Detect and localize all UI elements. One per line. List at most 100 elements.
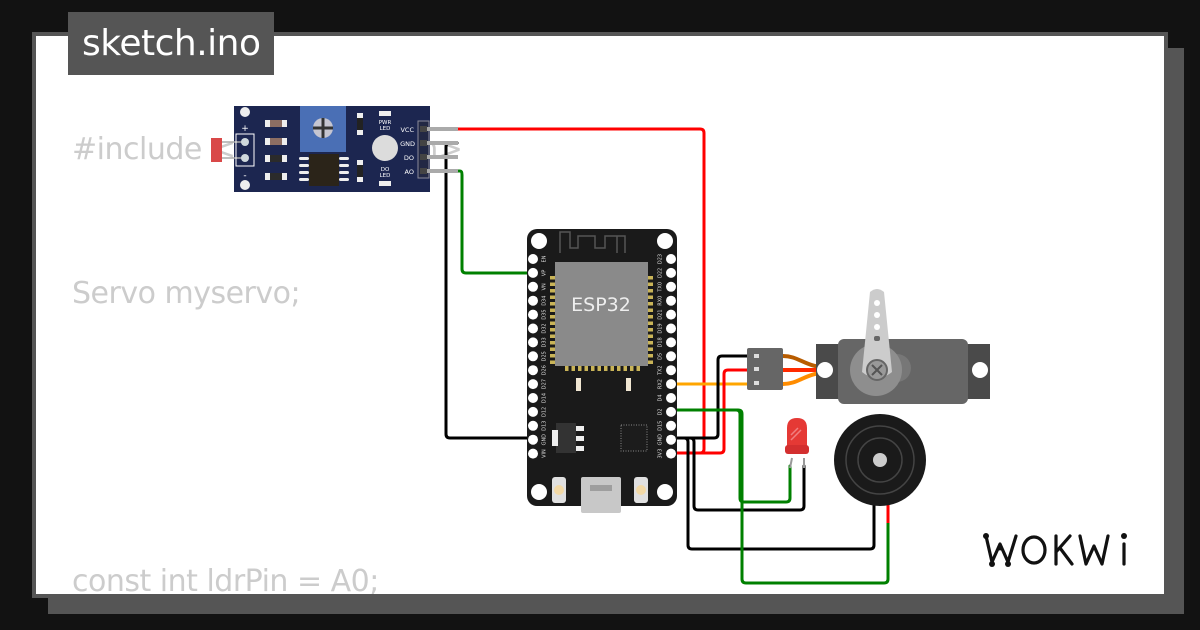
esp32-pin-label: D21 bbox=[658, 309, 664, 319]
svg-text:DO: DO bbox=[381, 167, 390, 173]
esp32-pin-d22[interactable] bbox=[666, 267, 676, 278]
pin-label-ao: AO bbox=[405, 168, 414, 176]
servo-motor[interactable] bbox=[747, 289, 990, 404]
esp32-pin-d33[interactable] bbox=[528, 337, 538, 348]
wire-buzzer-neg[interactable] bbox=[669, 436, 876, 551]
esp32-pin-d27[interactable] bbox=[528, 379, 538, 390]
esp32-pin-d13[interactable] bbox=[528, 420, 538, 431]
esp32-pin-d23[interactable] bbox=[666, 254, 676, 264]
pwr-led bbox=[379, 111, 391, 116]
chip-label: ESP32 bbox=[571, 294, 631, 316]
esp32-pin-label: D35 bbox=[542, 309, 548, 319]
minus-label: - bbox=[243, 171, 246, 181]
esp32-pin-label: RX2 bbox=[658, 379, 664, 389]
esp32-pin-label: TX0 bbox=[658, 282, 664, 293]
esp32-pin-d32[interactable] bbox=[528, 323, 538, 334]
servo-connector bbox=[747, 348, 783, 390]
esp32-pin-label: EN bbox=[542, 255, 548, 262]
red-led[interactable] bbox=[785, 418, 809, 469]
esp32-pin-label: VP bbox=[542, 270, 548, 276]
servo-horn[interactable] bbox=[862, 289, 892, 378]
esp32-pin-label: D5 bbox=[658, 353, 664, 360]
esp32-pin-gnd[interactable] bbox=[528, 434, 538, 445]
esp32-pin-d5[interactable] bbox=[666, 351, 676, 362]
code-line: Servo myservo; bbox=[72, 276, 301, 311]
esp32-pin-label: RX0 bbox=[658, 296, 664, 306]
wire-servo-gnd[interactable] bbox=[669, 354, 758, 440]
voltage-regulator bbox=[556, 423, 576, 453]
esp32-pin-label: D22 bbox=[658, 268, 664, 278]
esp32-pin-label: D32 bbox=[542, 323, 548, 333]
svg-text:PWR: PWR bbox=[379, 120, 392, 126]
esp32-pin-d18[interactable] bbox=[666, 337, 676, 348]
esp32-pin-label: D4 bbox=[658, 394, 664, 401]
esp32-pin-label: D13 bbox=[542, 421, 548, 431]
wire-servo-pwm[interactable] bbox=[669, 382, 758, 398]
esp32-pin-rx2[interactable] bbox=[666, 379, 676, 390]
esp32-pin-tx2[interactable] bbox=[666, 365, 676, 376]
esp32-pin-label: D2 bbox=[658, 408, 664, 415]
esp32-pin-label: D23 bbox=[658, 254, 664, 264]
esp32-pin-label: VN bbox=[542, 283, 548, 290]
smd-resistors bbox=[265, 120, 287, 180]
svg-text:LED: LED bbox=[380, 173, 391, 179]
esp32-pin-d35[interactable] bbox=[528, 309, 538, 320]
esp32-pin-vin[interactable] bbox=[528, 448, 538, 459]
esp32-pin-label: D25 bbox=[542, 351, 548, 361]
esp32-pin-gnd[interactable] bbox=[666, 434, 676, 445]
esp32-pin-label: D33 bbox=[542, 337, 548, 347]
esp32-pin-d2[interactable] bbox=[666, 406, 676, 417]
esp32-chip bbox=[555, 262, 648, 366]
file-tab[interactable]: sketch.ino bbox=[68, 12, 275, 75]
esp32-pin-d26[interactable] bbox=[528, 365, 538, 376]
wire-ldr-ao[interactable] bbox=[455, 169, 534, 275]
esp32-pin-label: D18 bbox=[658, 337, 664, 347]
esp32-pin-label: D14 bbox=[542, 393, 548, 403]
ldr-module[interactable]: + - PWR LED DO LED VCC GN bbox=[211, 106, 458, 192]
esp32-pin-d14[interactable] bbox=[528, 393, 538, 403]
wokwi-logo: WOKWi bbox=[978, 526, 1127, 567]
plus-label: + bbox=[241, 124, 249, 134]
esp32-pin-tx0[interactable] bbox=[666, 281, 676, 292]
wire-ldr-gnd[interactable] bbox=[444, 141, 534, 440]
pin-label-gnd: GND bbox=[400, 140, 415, 148]
esp32-pin-d15[interactable] bbox=[666, 420, 676, 431]
pin-label-do: DO bbox=[404, 154, 414, 162]
esp32-pin-3v3[interactable] bbox=[666, 448, 676, 459]
esp32-pin-d21[interactable] bbox=[666, 309, 676, 320]
esp32-pin-vn[interactable] bbox=[528, 281, 538, 292]
esp32-pin-d4[interactable] bbox=[666, 393, 676, 403]
esp32-pin-en[interactable] bbox=[528, 254, 538, 264]
esp32-pin-label: D34 bbox=[542, 296, 548, 306]
esp32-pin-label: D27 bbox=[542, 379, 548, 389]
esp32-pin-vp[interactable] bbox=[528, 267, 538, 278]
wire-led-cathode[interactable] bbox=[669, 436, 806, 512]
esp32-pin-d25[interactable] bbox=[528, 351, 538, 362]
code-line: const int ldrPin = A0; bbox=[72, 564, 379, 598]
esp32-pin-label: D19 bbox=[658, 323, 664, 333]
piezo-buzzer[interactable] bbox=[834, 414, 926, 523]
micro-usb-port[interactable] bbox=[581, 477, 621, 513]
wire-buzzer-pos[interactable] bbox=[669, 408, 890, 585]
esp32-pin-label: 3V3 bbox=[658, 449, 664, 459]
comparator-ic bbox=[309, 154, 339, 186]
esp32-pin-rx0[interactable] bbox=[666, 295, 676, 306]
esp32-pin-label: GND bbox=[542, 434, 548, 446]
esp32-pin-label: D12 bbox=[542, 407, 548, 417]
esp32-devkit[interactable]: ESP32 ENVPVND34D35D32D33D25D26D27D14D12D… bbox=[527, 229, 677, 513]
esp32-pin-d34[interactable] bbox=[528, 295, 538, 306]
pin-label-vcc: VCC bbox=[400, 126, 414, 134]
antenna-trace bbox=[559, 231, 626, 253]
photoresistor bbox=[211, 138, 222, 162]
esp32-pin-label: GND bbox=[658, 434, 664, 446]
usb-uart-chip bbox=[620, 424, 648, 452]
esp32-pin-label: VIN bbox=[542, 449, 548, 458]
indicator-led-lens bbox=[372, 135, 398, 161]
esp32-pin-d12[interactable] bbox=[528, 406, 538, 417]
do-led bbox=[379, 181, 391, 186]
logo-text: WOKWi bbox=[978, 526, 982, 527]
esp32-pin-label: TX2 bbox=[658, 365, 664, 376]
esp32-pin-d19[interactable] bbox=[666, 323, 676, 334]
esp32-pin-label: D26 bbox=[542, 365, 548, 375]
